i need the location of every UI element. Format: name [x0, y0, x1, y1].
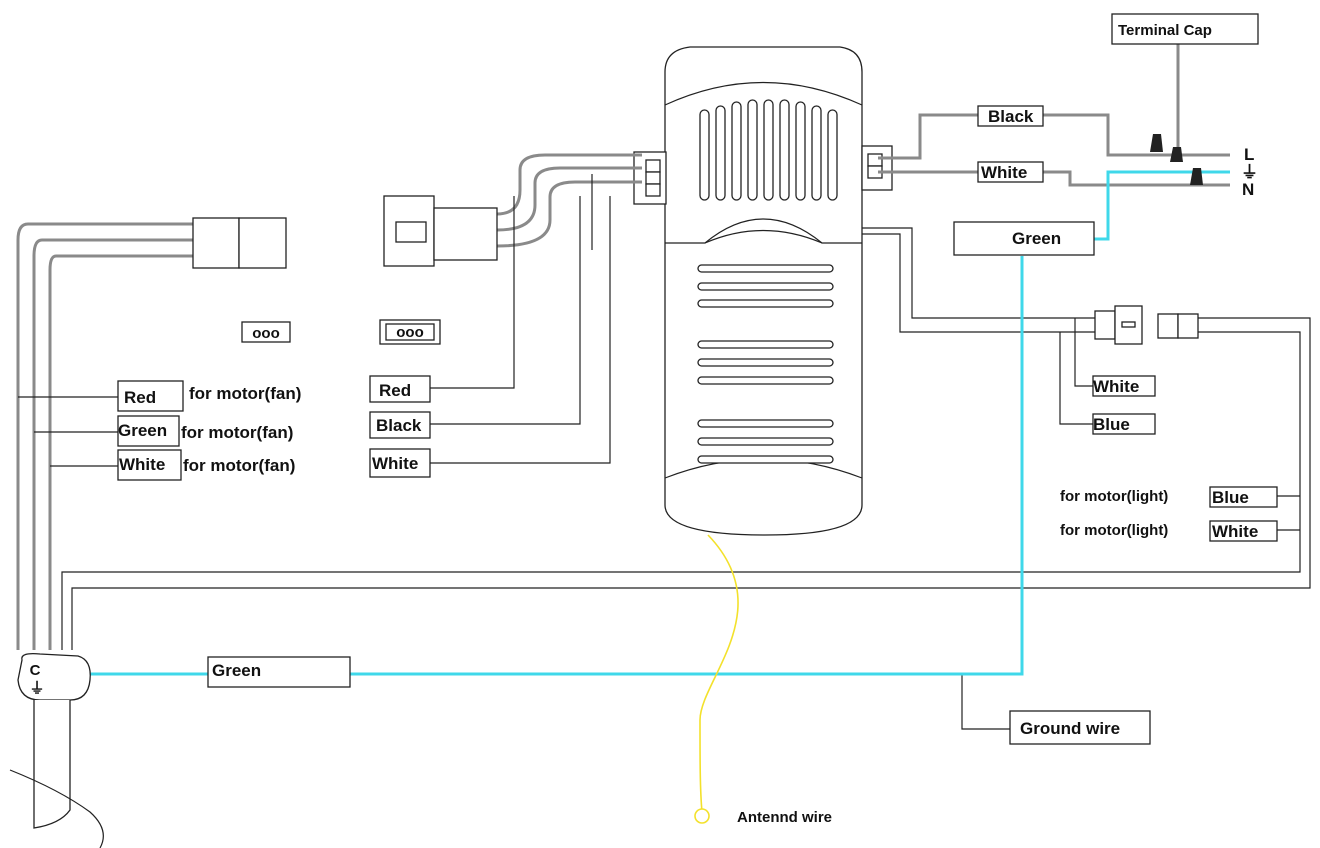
- white-mid-label: White: [369, 448, 431, 478]
- receiver-right-terminal: [861, 145, 893, 191]
- black-mid-text: Black: [376, 416, 422, 435]
- ground-wire-label: Ground wire: [1009, 710, 1151, 745]
- receiver-vents-bottom: [697, 264, 834, 464]
- green-bottom-label: Green: [207, 656, 351, 688]
- white-light-text: White: [1093, 377, 1139, 396]
- terminal-cap-icons: [1150, 134, 1203, 185]
- white-left-label: White: [117, 449, 182, 481]
- plug-icon-1: ooo: [241, 321, 291, 343]
- blue-light-label: Blue: [1092, 413, 1156, 435]
- wire-fan-leads: [18, 174, 611, 467]
- light-white-tag-text: White: [1212, 522, 1258, 541]
- white-left-text: White: [119, 455, 165, 474]
- light-white-tag: White: [1209, 520, 1278, 542]
- green-left-label: Green: [117, 415, 180, 447]
- ground-wire-leader: [961, 674, 1010, 730]
- left-plug-connector: [192, 217, 287, 269]
- bracket-c-mark: C: [30, 662, 41, 679]
- red-fan-desc: for motor(fan): [189, 384, 301, 403]
- white-mid-text: White: [372, 454, 418, 473]
- green-top-label: Green: [953, 221, 1095, 256]
- red-mid-label: Red: [369, 375, 431, 403]
- receiver-vents-top: [699, 99, 838, 201]
- receiver-side-connector: [383, 195, 498, 267]
- wire-light-leads: [61, 227, 1311, 650]
- ground-icon: ⏚: [1241, 163, 1258, 182]
- antenna-wire-label: Antennd wire: [737, 809, 832, 826]
- green-left-text: Green: [118, 421, 167, 440]
- line-L-label: L: [1244, 145, 1254, 164]
- wire-bundle-to-bracket: [16, 222, 195, 650]
- white-fan-desc: for motor(fan): [183, 456, 295, 475]
- red-left-label: Red: [117, 380, 184, 412]
- white-light-label: White: [1092, 375, 1156, 397]
- ground-wire-green: [40, 170, 1230, 676]
- red-mid-text: Red: [379, 381, 411, 400]
- terminal-cap-text: Terminal Cap: [1118, 22, 1212, 39]
- light-blue-tag: Blue: [1209, 486, 1278, 508]
- terminal-cap-label: Terminal Cap: [1111, 13, 1259, 45]
- green-top-text: Green: [1012, 229, 1061, 248]
- red-left-text: Red: [124, 388, 156, 407]
- mounting-bracket: C ⏚: [9, 652, 104, 848]
- plug-icon-2: ooo: [379, 319, 441, 345]
- white-top-text: White: [981, 163, 1027, 182]
- wire-input-line: [878, 40, 1230, 187]
- light-white-desc: for motor(light): [1060, 522, 1168, 539]
- green-fan-desc: for motor(fan): [181, 423, 293, 442]
- antenna-end-ring: [694, 808, 710, 824]
- light-connector: [1094, 305, 1199, 345]
- light-blue-desc: for motor(light): [1060, 488, 1168, 505]
- wire-bundle-to-receiver: [496, 153, 642, 248]
- blue-light-text: Blue: [1093, 415, 1130, 434]
- green-bottom-text: Green: [212, 661, 261, 680]
- light-blue-tag-text: Blue: [1212, 488, 1249, 507]
- black-top-text: Black: [988, 107, 1034, 126]
- ground-wire-text: Ground wire: [1020, 719, 1120, 738]
- bracket-ground-icon: ⏚: [29, 680, 44, 697]
- antenna-wire: [699, 534, 739, 813]
- neutral-N-label: N: [1242, 180, 1254, 199]
- receiver-left-terminal: [633, 151, 667, 205]
- black-mid-label: Black: [369, 411, 431, 439]
- plug-icon-2-text: ooo: [396, 324, 424, 341]
- black-top-label: Black: [977, 105, 1044, 127]
- white-top-label: White: [977, 161, 1044, 183]
- plug-icon-1-text: ooo: [252, 325, 280, 342]
